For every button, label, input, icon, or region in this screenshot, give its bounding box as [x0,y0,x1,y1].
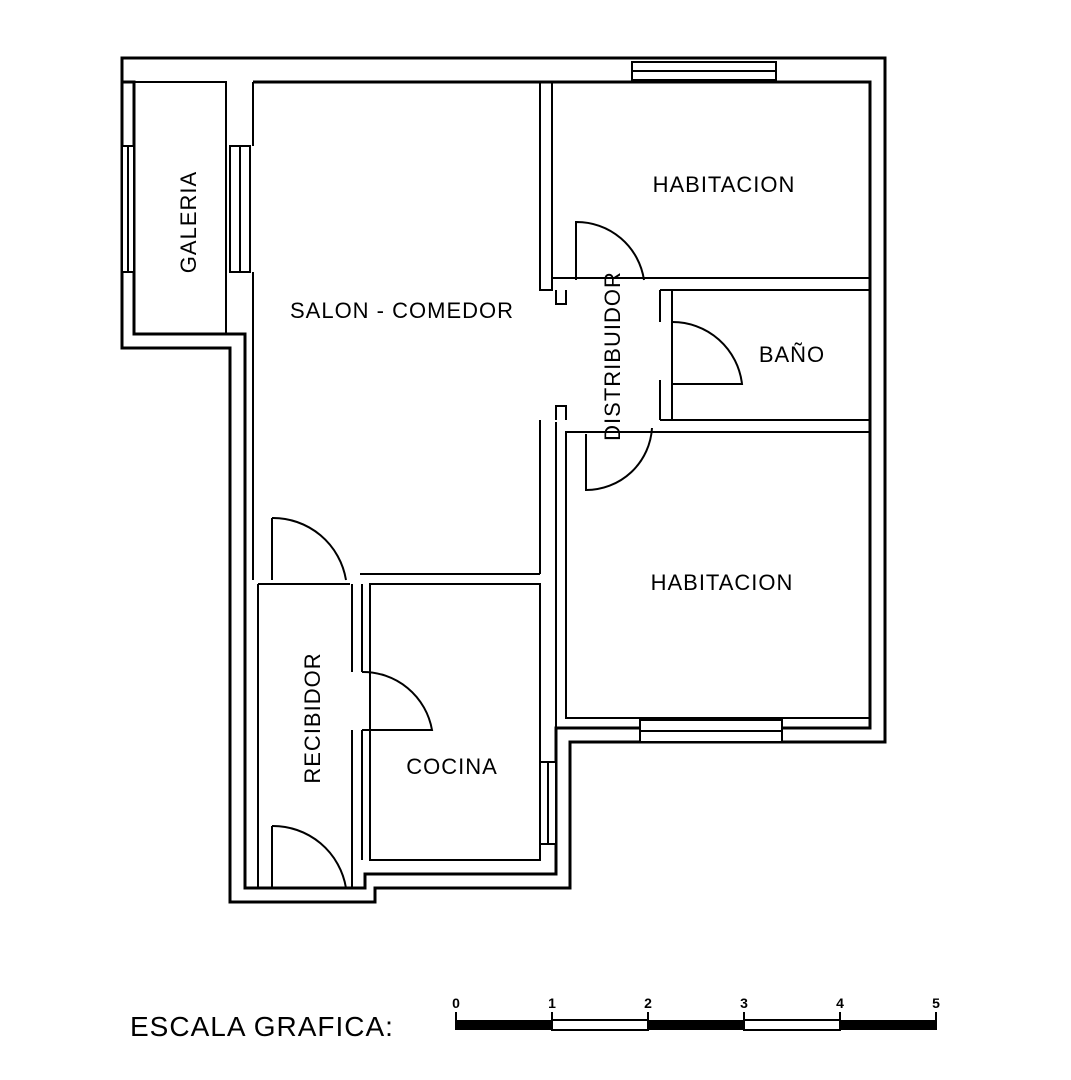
label-habitacion-2: HABITACION [651,570,794,595]
wall-stub [555,290,567,305]
scale-label-1: 1 [548,995,556,1011]
label-distribuidor: DISTRIBUIDOR [600,271,625,441]
scale-segment-4-5 [840,1020,936,1030]
scale-label-5: 5 [932,995,940,1011]
cocina-door [361,670,434,731]
scale-label-2: 2 [644,995,652,1011]
habitacion-2-door [585,427,653,492]
wall-stub [555,405,567,420]
label-bano: BAÑO [759,342,825,367]
galeria-room [121,81,254,580]
scale-label-3: 3 [740,995,748,1011]
scale-label-0: 0 [452,995,460,1011]
bano-door [671,320,744,385]
scale-bar [455,1012,937,1031]
scale-segment-3-4 [743,1019,841,1031]
recibidor-salon-door [271,516,347,581]
scale-segment-1-2 [551,1019,649,1031]
label-cocina: COCINA [406,754,498,779]
label-habitacion-1: HABITACION [653,172,796,197]
scale-label-4: 4 [836,995,844,1011]
graphic-scale: ESCALA GRAFICA: 0 1 2 3 4 5 [130,995,940,1042]
recibidor-room [257,516,434,889]
habitacion-2-room [565,431,871,743]
outer-wall-contour [120,56,887,904]
salon-walls [253,81,567,585]
cocina-outline [369,583,541,861]
label-recibidor: RECIBIDOR [300,652,325,783]
scale-segment-2-3 [648,1020,744,1030]
label-salon-comedor: SALON - COMEDOR [290,298,514,323]
label-galeria: GALERIA [176,171,201,273]
distribuidor-area [555,422,653,742]
wall-stub [539,280,553,291]
habitacion-1-door [575,220,645,281]
scale-segment-0-1 [456,1020,552,1030]
entrance-door [271,824,347,889]
habitacion-2-outline [565,431,871,719]
cocina-room [369,583,557,861]
scale-title: ESCALA GRAFICA: [130,1011,394,1042]
